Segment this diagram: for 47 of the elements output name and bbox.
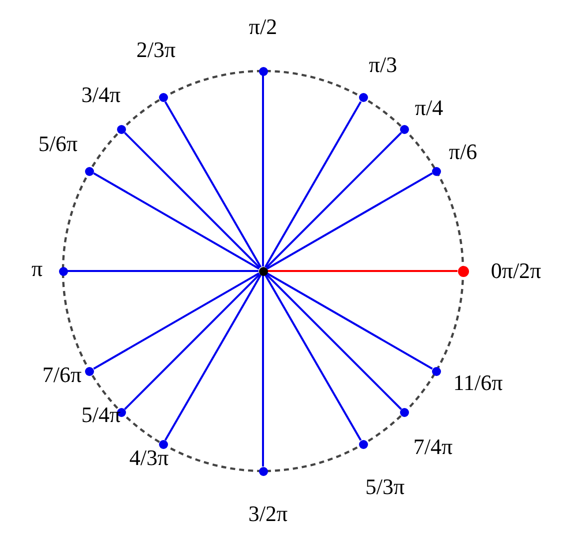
radius-line: [265, 132, 402, 269]
point-dot: [158, 93, 168, 102]
point-dot: [358, 440, 368, 449]
angle-label: π/4: [414, 97, 444, 119]
radius-line: [266, 272, 433, 370]
angle-label: 5/6π: [38, 133, 78, 155]
radius-line: [93, 272, 260, 370]
radius-line: [124, 273, 261, 410]
angle-label: 3/2π: [248, 503, 288, 525]
point-dot: [400, 408, 409, 417]
point-dot: [432, 366, 441, 376]
point-dot: [158, 440, 168, 449]
angle-label: 7/6π: [42, 364, 82, 386]
angle-label: π/6: [448, 141, 478, 163]
radius-line: [268, 270, 458, 272]
angle-label: 4/3π: [129, 447, 169, 469]
radius-line: [262, 76, 264, 266]
point-dot: [458, 266, 468, 276]
angle-label: 5/4π: [81, 404, 121, 426]
angle-label: 5/3π: [365, 476, 405, 498]
point-dot: [258, 466, 268, 476]
radius-line: [124, 132, 261, 269]
point-dot: [117, 125, 126, 134]
point-dot: [58, 266, 68, 276]
point-dot: [85, 166, 94, 176]
radius-line: [264, 274, 362, 441]
point-dot: [358, 93, 368, 102]
angle-label: π/3: [368, 54, 398, 76]
angle-label: 7/4π: [413, 436, 453, 458]
radius-line: [164, 101, 262, 268]
point-dot: [432, 166, 441, 176]
angle-label: 3/4π: [81, 84, 121, 106]
angle-label: π/2: [248, 16, 278, 38]
radius-line: [68, 270, 258, 272]
angle-label: 0π/2π: [490, 260, 542, 282]
radius-line: [164, 274, 262, 441]
point-dot: [400, 125, 409, 134]
angle-label: 11/6π: [453, 372, 503, 394]
point-dot: [85, 366, 94, 376]
angle-label: 2/3π: [136, 39, 176, 61]
radius-line: [266, 172, 433, 270]
angle-label: π: [31, 258, 43, 280]
radius-line: [93, 172, 260, 270]
radius-line: [262, 276, 264, 466]
radius-line: [265, 273, 402, 410]
point-dot: [258, 66, 268, 76]
radius-line: [264, 101, 362, 268]
